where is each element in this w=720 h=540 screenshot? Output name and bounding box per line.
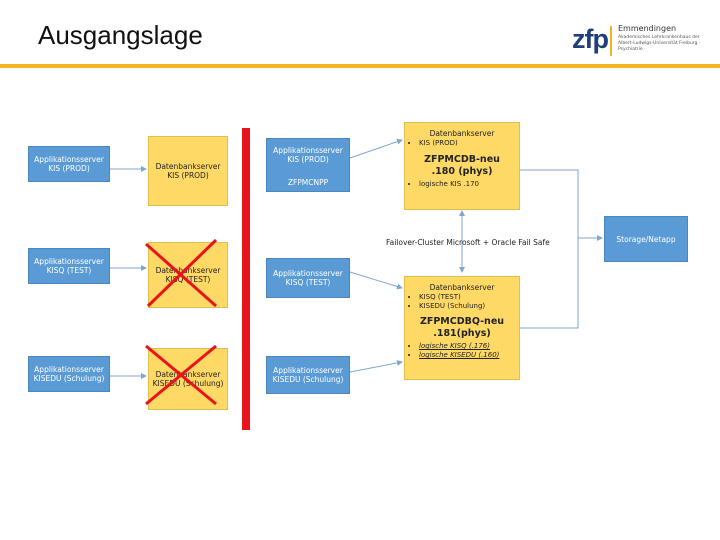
cross-kisq-b [146, 238, 218, 308]
failover-label: Failover-Cluster Microsoft + Oracle Fail… [386, 238, 550, 247]
arrow-dbtop-storage [520, 169, 603, 241]
header-rule [0, 64, 720, 68]
db-server-left-kisq: Datenbankserver KISQ (TEST) [148, 242, 228, 308]
app-server-left-kisedu: Applikationsserver KISEDU (Schulung) [28, 356, 110, 392]
logo-mark: zfp [572, 24, 609, 54]
app-server-right-kis-label: Applikationsserver KIS (PROD) [273, 146, 343, 164]
db-bottom-item-kisedu: KISEDU (Schulung) [419, 302, 519, 311]
storage-netapp: Storage/Netapp [604, 216, 688, 262]
app-server-right-kis: Applikationsserver KIS (PROD) ZFPMCNPP [266, 138, 350, 192]
db-top-ip: .180 (phys) [431, 166, 493, 177]
db-bottom-host: ZFPMCDBQ-neu [419, 316, 505, 327]
app-server-right-kis-host: ZFPMCNPP [287, 178, 329, 187]
separator-bar [242, 128, 250, 430]
db-top-item-kis: KIS (PROD) [419, 139, 519, 148]
arrow-kisq-app-dbbottom [349, 271, 403, 290]
db-top-host: ZFPMCDB-neu [424, 154, 500, 165]
app-server-left-kisq: Applikationsserver KISQ (TEST) [28, 248, 110, 284]
db-top-title: Datenbankserver [429, 129, 495, 138]
cross-kisedu-b [145, 344, 217, 406]
arrow-kis-app-dbtop [349, 138, 403, 159]
db-server-left-kis: Datenbankserver KIS (PROD) [148, 136, 228, 206]
db-top-logical-kis: logische KIS .170 [419, 180, 519, 189]
db-bottom-ip: .181(phys) [433, 328, 491, 339]
logo-divider [610, 26, 612, 56]
db-bottom-logical-kisedu: logische KISEDU (.160) [419, 351, 519, 360]
app-server-right-kisedu: Applikationsserver KISEDU (Schulung) [266, 356, 350, 394]
db-bottom-title: Datenbankserver [429, 283, 495, 292]
arrow-kisedu-app-dbbottom [349, 359, 403, 373]
arrow-dbbottom-storage [520, 238, 579, 329]
app-server-right-kisq: Applikationsserver KISQ (TEST) [266, 258, 350, 298]
db-server-bottom: Datenbankserver KISQ (TEST) KISEDU (Schu… [404, 276, 520, 380]
db-bottom-logical-kisq: logische KISQ (.176) [419, 342, 519, 351]
app-server-left-kis: Applikationsserver KIS (PROD) [28, 146, 110, 182]
logo-name: Emmendingen [618, 24, 677, 33]
db-bottom-item-kisq: KISQ (TEST) [419, 293, 519, 302]
logo-subtitle: Akademisches Lehrkrankenhaus der Albert-… [618, 35, 701, 52]
page-title: Ausgangslage [38, 20, 203, 50]
zfp-logo: zfp Emmendingen Akademisches Lehrkranken… [572, 22, 712, 62]
db-server-top: Datenbankserver KIS (PROD) ZFPMCDB-neu .… [404, 122, 520, 210]
